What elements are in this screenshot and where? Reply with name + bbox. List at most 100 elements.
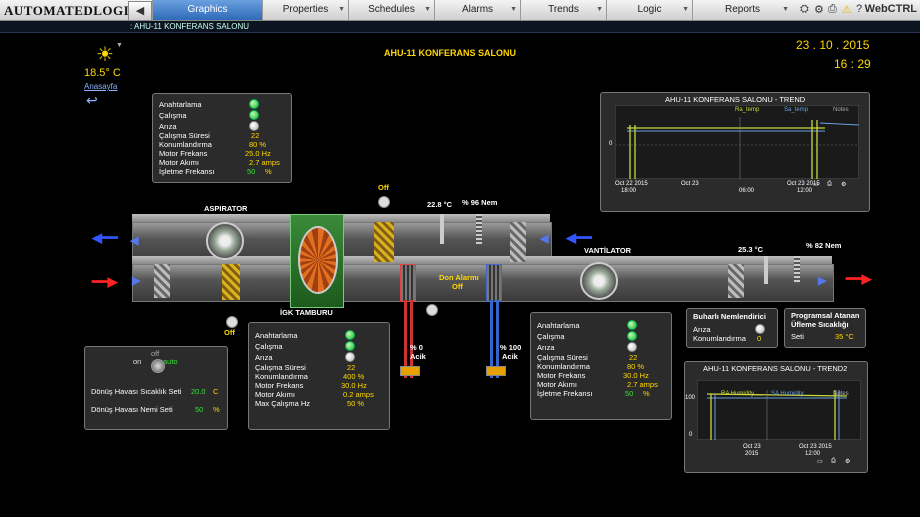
lower-duct-top [132, 256, 832, 264]
home-arrow-icon[interactable]: ↩ [86, 92, 98, 108]
switch-on-label: on [133, 357, 142, 366]
chevron-down-icon[interactable]: ▼ [510, 6, 517, 13]
heating-coil-icon [400, 264, 416, 302]
filter-icon [222, 264, 240, 300]
chevron-down-icon[interactable]: ▼ [596, 6, 603, 13]
operating-freq-value[interactable]: 50 [625, 389, 634, 398]
operating-freq-value[interactable]: 50 [247, 167, 256, 176]
trend-notes[interactable]: Notes [833, 107, 849, 113]
zoom-icon[interactable]: ▭ [817, 459, 823, 465]
chevron-down-icon[interactable]: ▼ [782, 6, 789, 13]
return-temp-setpoint-value[interactable]: 20.0 [191, 387, 206, 396]
filter-icon [510, 222, 526, 262]
setpoints-panel: off on auto Dönüş Havası Sıcaklık Seti 2… [84, 346, 228, 430]
heating-pipe [410, 300, 413, 378]
row-label: Çalışma Süresi [255, 363, 306, 372]
chevron-down-icon[interactable]: ▼ [338, 6, 345, 13]
status-led-off [755, 324, 765, 334]
app-logo: AUTOMATEDLOGIC® [4, 3, 146, 18]
return-humidity-value[interactable]: % 96 Nem [462, 198, 498, 207]
panel-title: Üfleme Sıcaklığı [791, 320, 849, 329]
cooling-valve-icon[interactable] [486, 366, 506, 376]
max-freq-value[interactable]: 50 % [347, 399, 365, 408]
mode-selector-knob[interactable] [151, 359, 165, 373]
print-icon[interactable]: ⎙ [827, 181, 832, 187]
trend-title: AHU-11 KONFERANS SALONU - TREND [665, 95, 806, 104]
wheel-label: İGK TAMBURU [280, 308, 333, 317]
trend-chart-1[interactable] [615, 105, 859, 179]
trend-chart-2[interactable] [697, 380, 861, 440]
breadcrumb[interactable]: : AHU-11 KONFERANS SALONU [130, 22, 249, 31]
heat-wheel-icon[interactable] [298, 226, 338, 294]
row-label: Çalışma [159, 111, 187, 120]
motor-freq-value: 25.0 Hz [245, 149, 271, 158]
return-temp-value[interactable]: 22.8 °C [427, 200, 453, 209]
tab-schedules[interactable]: Schedules▼ [348, 0, 434, 20]
scheduled-supply-temp-panel: Programsal Atanan Üfleme Sıcaklığı Seti … [784, 308, 866, 348]
heating-valve-pct[interactable]: % 0 [410, 343, 423, 352]
exhaust-fan-icon[interactable] [206, 222, 244, 260]
row-label: Çalışma [255, 342, 283, 351]
settings-icon[interactable]: ⚙ [814, 4, 824, 16]
back-button[interactable]: ◀ [128, 1, 152, 21]
settings-icon[interactable]: ⚙ [845, 459, 851, 465]
runtime-value: 22 [347, 363, 356, 372]
row-label: Arıza [537, 343, 555, 352]
tab-properties[interactable]: Properties▼ [262, 0, 348, 20]
webctrl-logo: WebCTRL [864, 3, 917, 15]
cooling-valve-state: Acik [502, 352, 518, 361]
supply-temp-setpoint-value[interactable]: 35 °C [835, 332, 854, 341]
x-tick: Oct 23 [743, 444, 761, 450]
row-label: Seti [791, 332, 804, 341]
help-icon[interactable]: ? [856, 3, 863, 15]
row-label: Anahtarlama [255, 331, 298, 340]
status-led-off [627, 342, 637, 352]
chevron-down-icon[interactable]: ▼ [682, 6, 689, 13]
zoom-icon[interactable]: ▭ [813, 182, 819, 188]
tree-toggle-icon[interactable]: ▼ [116, 42, 123, 49]
alarm-warning-icon[interactable]: ⚠ [842, 4, 852, 16]
filter-icon [154, 264, 170, 298]
cooling-pipe [490, 300, 493, 378]
trend-panel-1: AHU-11 KONFERANS SALONU - TREND Ra_temp … [600, 92, 870, 212]
tab-alarms[interactable]: Alarms▼ [434, 0, 520, 20]
status-led-on [249, 99, 259, 109]
tab-graphics[interactable]: Graphics [152, 0, 262, 20]
row-label: Motor Akımı [159, 158, 200, 167]
aspirator-status-panel: Anahtarlama Çalışma Arıza Çalışma Süresi… [152, 93, 292, 183]
unit-label: C [213, 387, 219, 396]
supply-fan-icon[interactable] [580, 262, 618, 300]
humidity-sensor-icon [794, 256, 800, 284]
tab-logic[interactable]: Logic▼ [606, 0, 692, 20]
y-tick: 0 [609, 141, 613, 147]
motor-current-value: 2.7 amps [627, 380, 658, 389]
x-tick: Oct 23 2015 [787, 181, 820, 187]
filter-icon [374, 222, 394, 262]
row-label: Max Çalışma Hz [255, 399, 311, 408]
print-icon[interactable]: ⎙ [828, 3, 837, 15]
home-link[interactable]: Anasayfa [84, 82, 118, 91]
cooling-valve-pct[interactable]: % 100 [500, 343, 522, 352]
position-value: 80 % [627, 362, 645, 371]
heating-valve-state: Acik [410, 352, 426, 361]
trend-notes[interactable]: Notes [833, 391, 849, 397]
switch-off-label: off [151, 349, 160, 358]
damper-actuator-icon[interactable] [378, 196, 390, 208]
settings-icon[interactable]: ⚙ [841, 182, 847, 188]
unit-label: % [643, 389, 650, 398]
heating-valve-icon[interactable] [400, 366, 420, 376]
status-led-on [627, 320, 637, 330]
x-tick: Oct 23 [681, 181, 699, 187]
tab-trends[interactable]: Trends▼ [520, 0, 606, 20]
humidifier-position-value: 0 [757, 334, 762, 343]
tab-reports[interactable]: Reports▼ [692, 0, 792, 20]
motor-freq-value: 30.0 Hz [341, 381, 367, 390]
supply-humidity-value[interactable]: % 82 Nem [806, 241, 842, 250]
network-icon[interactable]: ⛭ [800, 3, 809, 15]
page-title: AHU-11 KONFERANS SALONU [384, 48, 517, 58]
chevron-down-icon[interactable]: ▼ [424, 6, 431, 13]
supply-temp-value[interactable]: 25.3 °C [738, 245, 764, 254]
damper-actuator-icon[interactable] [226, 316, 238, 328]
print-icon[interactable]: ⎙ [831, 458, 836, 464]
return-humidity-setpoint-value[interactable]: 50 [195, 405, 204, 414]
